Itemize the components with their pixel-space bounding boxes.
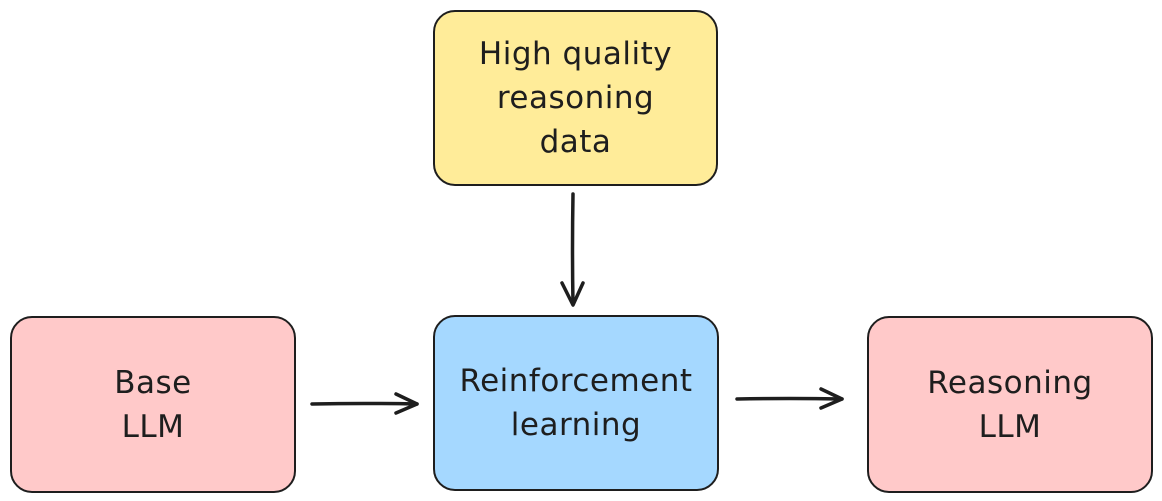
- reinforcement-learning-box: Reinforcement learning: [433, 315, 719, 491]
- base-llm-label: Base LLM: [114, 364, 192, 445]
- arrow-reinforcement-learning-to-reasoning-llm: [735, 387, 844, 410]
- reinforcement-learning-label: Reinforcement learning: [459, 363, 693, 443]
- base-llm-box: Base LLM: [10, 316, 296, 493]
- arrow-data-to-reinforcement-learning: [560, 192, 585, 307]
- reasoning-llm-label: Reasoning LLM: [927, 364, 1093, 445]
- reasoning-llm-box: Reasoning LLM: [867, 316, 1153, 493]
- arrow-base-llm-to-reinforcement-learning: [310, 392, 419, 415]
- high-quality-reasoning-data-label: High quality reasoning data: [478, 36, 673, 160]
- high-quality-reasoning-data-box: High quality reasoning data: [433, 10, 718, 186]
